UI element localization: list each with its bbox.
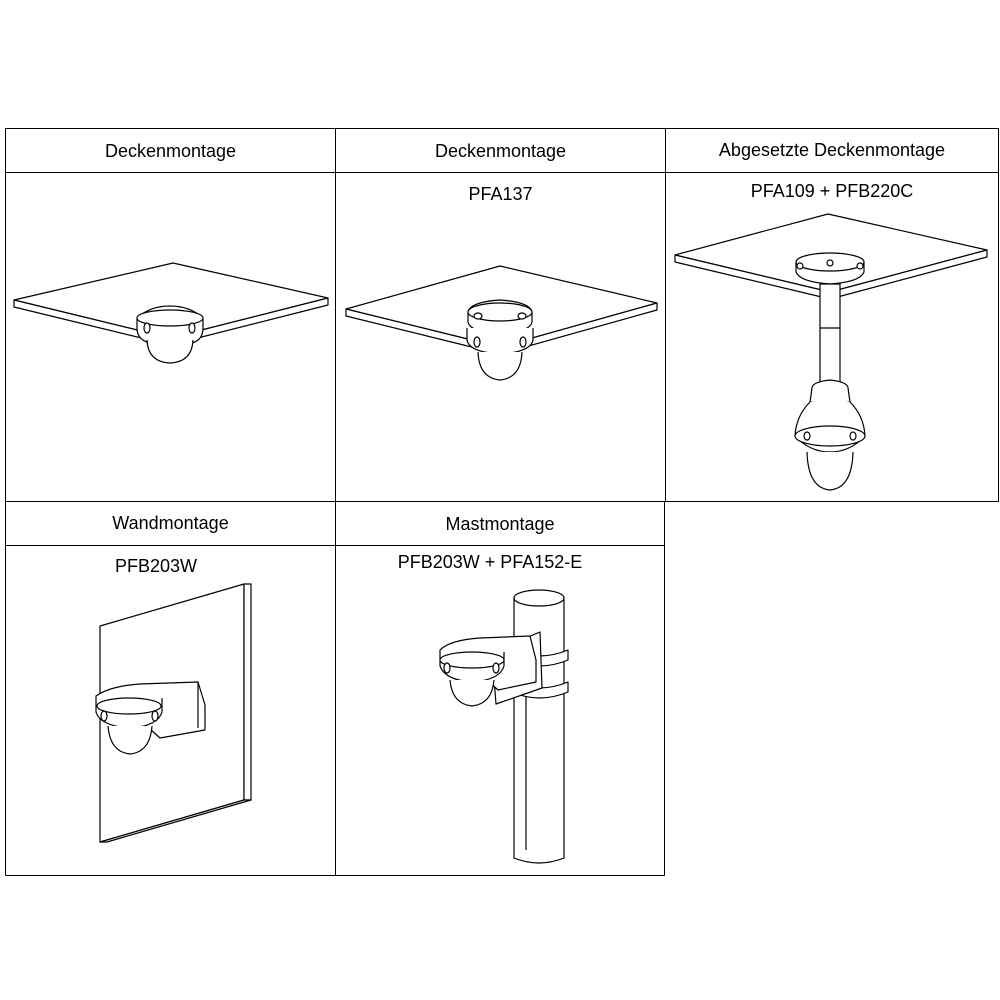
model-label-pfb203w-pfa152e: PFB203W + PFA152-E (397, 552, 583, 572)
junction-box-mount-illustration (345, 265, 658, 381)
pole-mount-illustration (439, 589, 569, 864)
wall-mount-illustration (95, 583, 252, 843)
model-label-pfb203w: PFB203W (114, 556, 198, 576)
header-pole-mount: Mastmontage (445, 514, 555, 534)
model-label-pfa109-pfb220c: PFA109 + PFB220C (750, 181, 914, 201)
header-pendant-mount: Abgesetzte Deckenmontage (718, 140, 946, 160)
header-ceiling-mount-2: Deckenmontage (434, 141, 567, 161)
ceiling-mount-illustration (13, 262, 329, 364)
model-label-pfa137: PFA137 (468, 184, 533, 204)
header-ceiling-mount-1: Deckenmontage (104, 141, 237, 161)
pendant-mount-illustration (674, 213, 988, 491)
header-wall-mount: Wandmontage (112, 513, 229, 533)
